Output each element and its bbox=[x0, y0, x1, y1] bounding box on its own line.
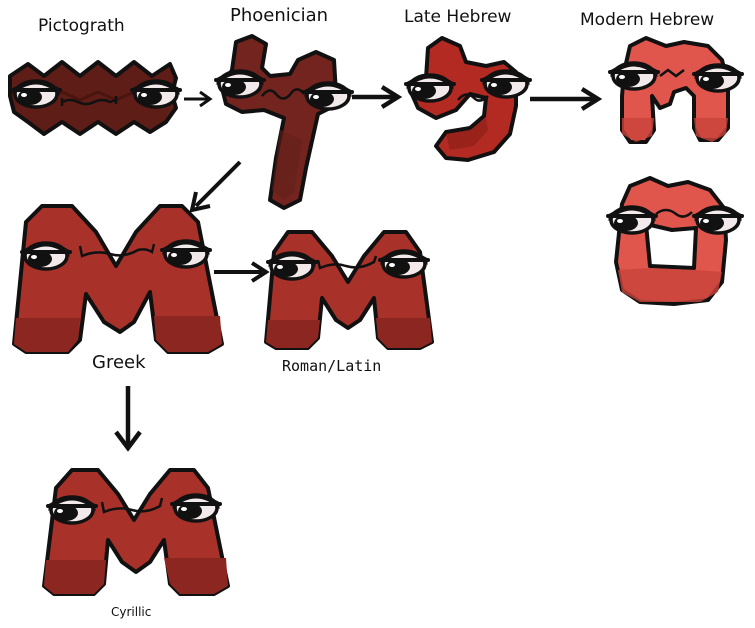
modern-hebrew-final-mem-left-eye-icon bbox=[606, 205, 658, 235]
modern-hebrew-label: Modern Hebrew bbox=[580, 10, 715, 30]
phoenician-label: Phoenician bbox=[230, 5, 329, 26]
late-hebrew-glyph bbox=[404, 36, 532, 162]
late-hebrew-label: Late Hebrew bbox=[404, 7, 512, 27]
greek-label: Greek bbox=[92, 352, 146, 373]
roman-latin-label: Roman/Latin bbox=[282, 357, 382, 375]
roman-latin-left-eye-icon bbox=[266, 251, 318, 281]
modern-hebrew-mem-right-eye-icon bbox=[692, 63, 744, 93]
phoenician-right-eye-icon bbox=[302, 81, 354, 111]
cyrillic-left-eye-icon bbox=[46, 495, 98, 525]
phoenician-left-eye-icon bbox=[214, 69, 266, 99]
arrow-greek-to-roman-latin bbox=[214, 261, 270, 283]
pictograph-glyph bbox=[8, 60, 182, 136]
roman-latin-glyph bbox=[264, 230, 434, 350]
arrow-phoenician-to-greek bbox=[189, 160, 242, 213]
arrow-late-hebrew-to-modern-hebrew bbox=[530, 87, 603, 111]
cyrillic-glyph bbox=[42, 468, 230, 596]
greek-glyph bbox=[12, 204, 224, 354]
greek-right-eye-icon bbox=[160, 239, 212, 269]
greek-left-eye-icon bbox=[20, 241, 72, 271]
cyrillic-label: Cyrillic bbox=[111, 605, 152, 619]
cyrillic-right-eye-icon bbox=[170, 493, 222, 523]
arrow-greek-to-cyrillic bbox=[114, 386, 142, 452]
modern-hebrew-final-mem-right-eye-icon bbox=[692, 205, 744, 235]
modern-hebrew-mem-left-eye-icon bbox=[608, 61, 660, 91]
modern-hebrew-mem-glyph bbox=[608, 36, 744, 144]
arrow-pictograph-to-phoenician bbox=[184, 90, 213, 108]
roman-latin-right-eye-icon bbox=[378, 249, 430, 279]
arrow-phoenician-to-late-hebrew bbox=[352, 85, 403, 109]
pictograph-right-eye-icon bbox=[130, 79, 182, 109]
modern-hebrew-final-mem-glyph bbox=[606, 176, 744, 306]
late-hebrew-right-eye-icon bbox=[480, 69, 532, 99]
phoenician-glyph bbox=[214, 34, 354, 210]
pictograph-left-eye-icon bbox=[10, 79, 62, 109]
late-hebrew-left-eye-icon bbox=[404, 73, 456, 103]
pictograph-label: Pictograth bbox=[38, 16, 125, 36]
